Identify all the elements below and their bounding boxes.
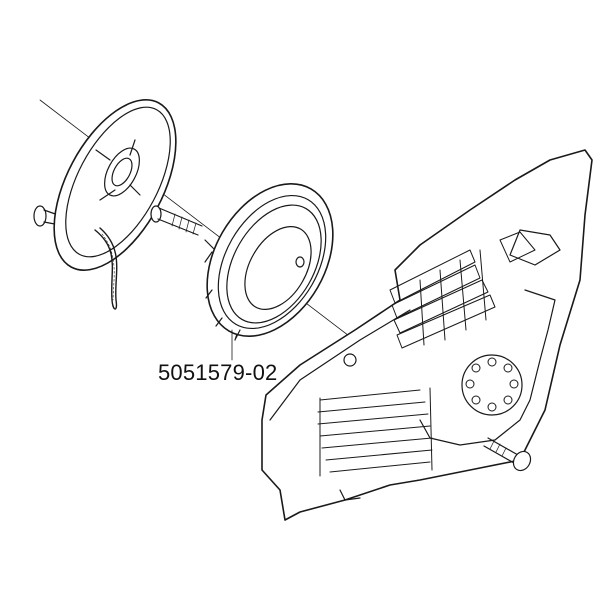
bolt-right <box>483 437 532 472</box>
part-number-label: 5051579-02 <box>158 360 278 385</box>
hole-ring <box>461 354 523 416</box>
lower-vents <box>317 387 433 477</box>
upper-vents <box>389 231 536 349</box>
rope-pulley <box>53 99 177 310</box>
starter-housing <box>204 183 334 341</box>
bolt-middle <box>150 205 203 236</box>
starter-cover <box>261 149 593 521</box>
